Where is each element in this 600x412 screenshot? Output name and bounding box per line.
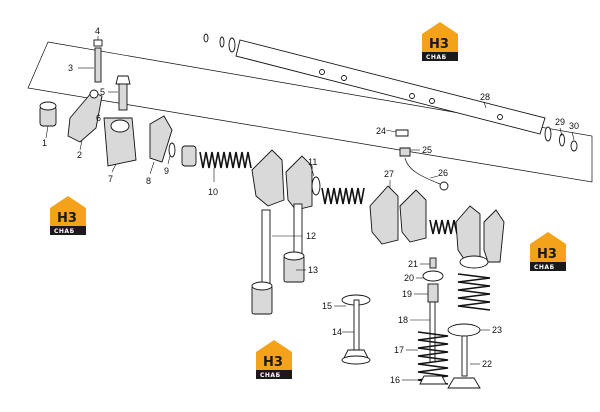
callout-6: 6: [96, 113, 101, 123]
svg-text:H3: H3: [263, 355, 283, 370]
part-support-bracket: [103, 117, 137, 167]
part-push-rod-right: [283, 203, 305, 283]
callout-23: 23: [492, 325, 502, 335]
callout-2: 2: [77, 150, 82, 160]
callout-16: 16: [390, 375, 400, 385]
callout-27: 27: [384, 169, 394, 179]
rocker-shaft: [235, 39, 546, 135]
part-valve-stack-right: [447, 255, 491, 389]
callout-28: 28: [480, 92, 490, 102]
callout-20: 20: [404, 273, 414, 283]
part-shaft-spring-right: [429, 219, 458, 235]
part-bolt: [115, 75, 131, 111]
callout-3: 3: [68, 63, 73, 73]
part-valve-stack-center: [417, 257, 449, 385]
callout-labels: 1 2 3 4 5 6 7 8 9 10 11 12 13 14 15 16 1: [42, 26, 579, 385]
callout-1: 1: [42, 138, 47, 148]
part-bushing: [39, 101, 57, 127]
callout-24: 24: [376, 126, 386, 136]
svg-text:СНАБ: СНАБ: [426, 54, 447, 61]
watermark-logo-right: H3 СНАБ: [530, 232, 566, 271]
callout-19: 19: [402, 289, 412, 299]
watermark-logo-bottom: H3 СНАБ: [256, 340, 292, 379]
callout-10: 10: [208, 187, 218, 197]
callout-7: 7: [108, 174, 113, 184]
svg-text:СНАБ: СНАБ: [54, 228, 75, 235]
shaft-rings-right: [544, 126, 578, 152]
callout-13: 13: [308, 265, 318, 275]
svg-text:H3: H3: [429, 37, 449, 52]
callout-22: 22: [482, 359, 492, 369]
part-rocker-arm: [149, 115, 173, 163]
part-spacer: [181, 145, 197, 167]
callout-17: 17: [394, 345, 404, 355]
callout-12: 12: [306, 231, 316, 241]
part-push-rod-left: [251, 209, 273, 315]
part-rocker-arm-left: [67, 89, 103, 143]
shaft-rings-left: [203, 33, 236, 53]
callout-21: 21: [408, 259, 418, 269]
part-valve-left: [341, 294, 371, 365]
part-adjust-bolt: [93, 39, 103, 83]
svg-text:H3: H3: [57, 211, 77, 226]
callout-29: 29: [555, 117, 565, 127]
callout-8: 8: [146, 176, 151, 186]
part-rocker-pair-center: [251, 149, 313, 211]
part-shaft-spring-center: [321, 187, 365, 205]
part-washer: [168, 142, 176, 158]
part-shaft-spring-left: [199, 151, 252, 169]
assembly-frame: [27, 41, 593, 183]
callout-26: 26: [438, 168, 448, 178]
callout-18: 18: [398, 315, 408, 325]
watermark-logo-top: H3 СНАБ: [422, 22, 458, 61]
svg-text:СНАБ: СНАБ: [260, 372, 281, 379]
callout-14: 14: [332, 327, 342, 337]
callout-30: 30: [569, 121, 579, 131]
callout-5: 5: [100, 87, 105, 97]
svg-text:H3: H3: [537, 247, 557, 262]
part-rocker-pair-far-right: [455, 205, 505, 263]
callout-25: 25: [422, 145, 432, 155]
part-rocker-pair-right: [369, 185, 427, 245]
callout-9: 9: [164, 166, 169, 176]
watermark-logo-left: H3 СНАБ: [50, 196, 86, 235]
part-oil-pipe: [395, 129, 449, 191]
svg-text:СНАБ: СНАБ: [534, 264, 555, 271]
callout-15: 15: [322, 301, 332, 311]
part-washer-center: [311, 176, 321, 196]
callout-11: 11: [308, 157, 317, 167]
callout-4: 4: [95, 26, 100, 36]
